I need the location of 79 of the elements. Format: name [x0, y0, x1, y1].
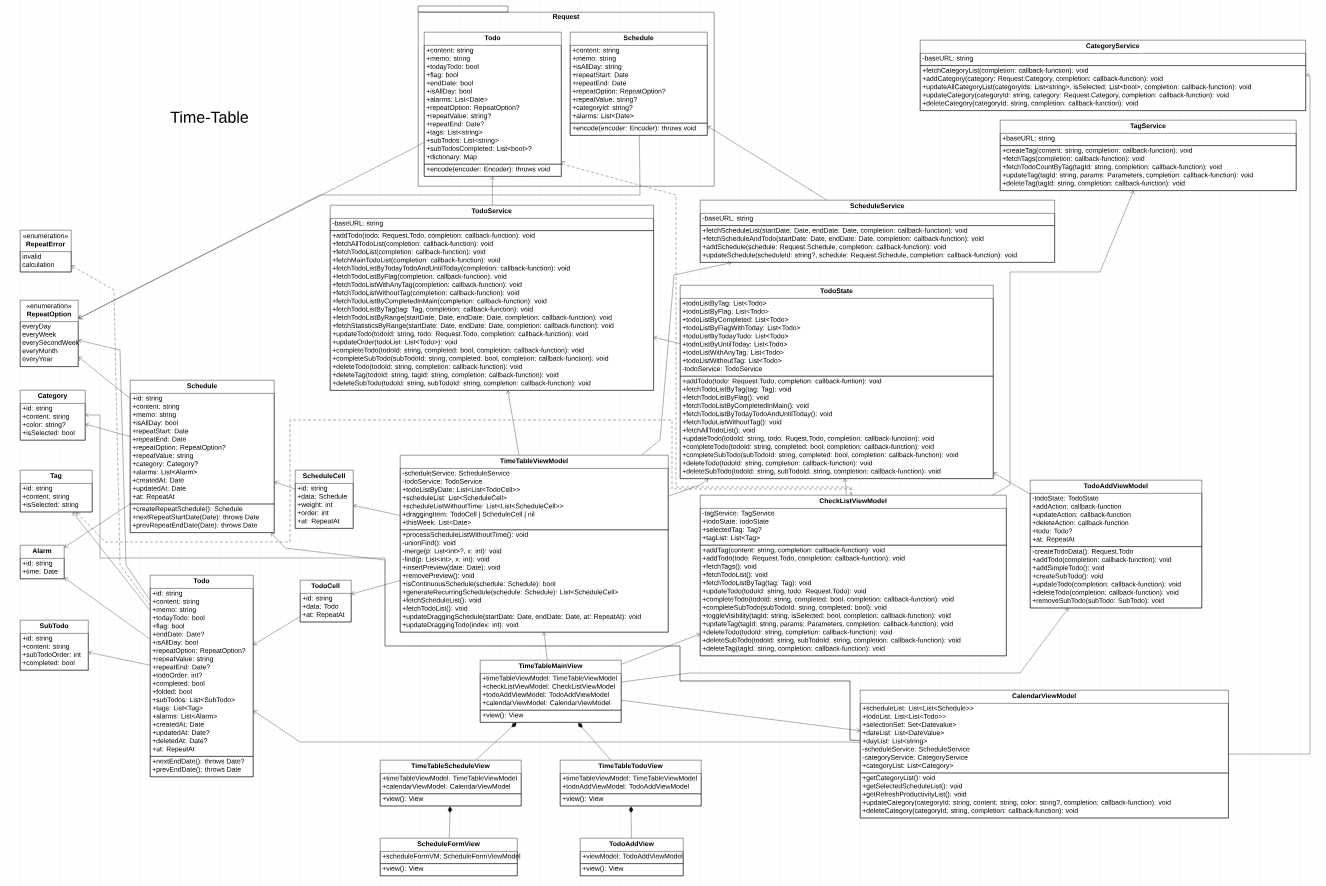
association-arrow — [641, 260, 732, 456]
association-arrow — [842, 478, 848, 496]
member-compartment — [300, 593, 352, 623]
member-compartment — [580, 863, 684, 876]
association-arrow — [353, 503, 401, 516]
member-compartment — [1000, 133, 1297, 146]
association-arrow — [668, 478, 709, 497]
association-arrow — [64, 503, 131, 548]
member-compartment — [1030, 493, 1202, 547]
dependency-arrow — [71, 265, 151, 606]
association-arrow — [64, 577, 151, 640]
association-arrow — [85, 412, 861, 741]
member-compartment — [150, 588, 254, 757]
association-arrow — [274, 480, 296, 490]
member-compartment — [920, 65, 1306, 111]
association-arrow — [1228, 72, 1311, 755]
association-arrow — [542, 632, 548, 661]
association-arrow — [88, 650, 151, 666]
member-compartment — [920, 53, 1306, 66]
member-compartment — [560, 773, 702, 794]
composition-line — [475, 722, 517, 761]
composition-line — [447, 806, 453, 839]
association-arrow — [621, 608, 1069, 683]
dependency-arrow — [76, 419, 852, 543]
member-compartment — [20, 483, 93, 513]
member-compartment — [570, 123, 708, 136]
association-arrow — [72, 512, 151, 611]
association-arrow — [992, 190, 1135, 496]
member-compartment — [20, 251, 72, 273]
association-arrow — [490, 176, 495, 206]
member-compartment — [380, 863, 518, 876]
member-compartment — [860, 703, 1229, 774]
association-arrow — [78, 338, 151, 601]
member-compartment — [130, 503, 275, 533]
member-compartment — [380, 773, 522, 794]
composition-line — [628, 806, 634, 839]
association-arrow — [78, 356, 131, 399]
member-compartment — [480, 710, 622, 723]
association-arrow — [621, 700, 860, 733]
association-arrow — [85, 422, 131, 437]
association-arrow — [78, 142, 425, 320]
association-arrow — [351, 580, 401, 596]
association-arrow — [707, 125, 828, 201]
member-compartment — [150, 756, 254, 777]
member-compartment — [700, 225, 1055, 263]
member-compartment — [700, 213, 1055, 226]
diagram-title: Time-Table — [170, 111, 249, 123]
association-arrow — [506, 390, 520, 456]
member-compartment — [295, 483, 354, 529]
association-arrow — [653, 335, 681, 344]
member-compartment — [20, 403, 86, 441]
association-arrow — [993, 472, 1031, 495]
member-compartment — [570, 45, 708, 124]
member-compartment — [380, 793, 522, 807]
association-arrow — [78, 135, 641, 320]
member-compartment — [700, 508, 1007, 546]
member-compartment — [860, 772, 1229, 819]
member-compartment — [130, 393, 275, 505]
member-compartment — [680, 376, 994, 479]
member-compartment — [700, 545, 1007, 656]
member-compartment — [20, 633, 89, 671]
member-compartment — [20, 558, 65, 579]
member-compartment — [424, 164, 562, 177]
association-arrow — [253, 710, 861, 743]
member-compartment — [400, 529, 669, 633]
member-compartment — [330, 218, 654, 231]
member-compartment — [580, 851, 684, 864]
member-compartment — [560, 793, 702, 807]
member-compartment — [424, 45, 562, 165]
association-arrow — [621, 632, 700, 665]
member-compartment — [480, 673, 622, 711]
member-compartment — [20, 321, 80, 367]
member-compartment — [680, 298, 994, 377]
composition-line — [578, 722, 611, 761]
member-compartment — [400, 468, 669, 530]
member-compartment — [1030, 546, 1202, 609]
member-compartment — [380, 851, 521, 864]
association-arrow — [253, 616, 301, 646]
member-compartment — [1000, 145, 1297, 191]
